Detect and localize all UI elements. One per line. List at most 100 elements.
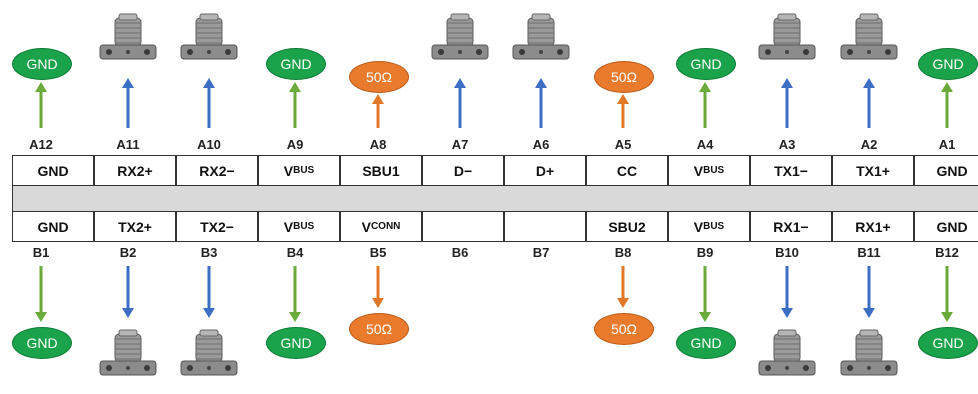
- pin-label-a8: A8: [369, 137, 387, 152]
- ohm-badge-a8: 50Ω: [349, 61, 409, 93]
- sma-connector-icon: [431, 13, 489, 60]
- signal-name: GND: [37, 162, 69, 179]
- sma-connector-icon: [99, 329, 157, 376]
- gnd-badge-b4: GND: [266, 327, 326, 359]
- sma-connector-icon: [758, 329, 816, 376]
- signal-cell-cc: CC: [586, 155, 668, 186]
- signal-subscript: BUS: [703, 165, 725, 176]
- signal-name: RX1+: [855, 218, 891, 235]
- arrow-b10: [781, 266, 793, 318]
- pin-label-b4: B4: [286, 245, 304, 260]
- signal-name: V: [361, 218, 371, 235]
- arrow-b1: [35, 266, 47, 322]
- pin-label-a10: A10: [197, 137, 221, 152]
- signal-cell-tx1-: TX1+: [832, 155, 914, 186]
- signal-name: TX1+: [856, 162, 890, 179]
- pin-label-b2: B2: [119, 245, 137, 260]
- ohm-badge-b8: 50Ω: [594, 313, 654, 345]
- pin-label-b10: B10: [775, 245, 799, 260]
- arrow-b8: [617, 266, 629, 308]
- arrow-a10: [203, 78, 215, 128]
- signal-cell-sbu1: SBU1: [340, 155, 422, 186]
- arrow-a6: [535, 78, 547, 128]
- arrow-b12: [941, 266, 953, 322]
- pin-label-a7: A7: [451, 137, 469, 152]
- signal-cell-d-: D+: [504, 155, 586, 186]
- signal-cell-empty: [422, 211, 504, 242]
- signal-cell-sbu2: SBU2: [586, 211, 668, 242]
- signal-name: GND: [37, 218, 69, 235]
- signal-name: TX1−: [774, 162, 808, 179]
- arrow-a1: [941, 82, 953, 128]
- pin-label-b5: B5: [369, 245, 387, 260]
- gnd-badge-a1: GND: [918, 48, 978, 80]
- pin-label-b8: B8: [614, 245, 632, 260]
- sma-connector-icon: [180, 13, 238, 60]
- sma-connector-icon: [758, 13, 816, 60]
- gnd-badge-b12: GND: [918, 327, 978, 359]
- sma-connector-icon: [99, 13, 157, 60]
- arrow-a5: [617, 94, 629, 128]
- pin-label-a9: A9: [286, 137, 304, 152]
- signal-cell-rx2-: RX2+: [94, 155, 176, 186]
- signal-cell-tx1-: TX1−: [750, 155, 832, 186]
- pin-label-b11: B11: [857, 245, 881, 260]
- arrow-b4: [289, 266, 301, 322]
- connector-tongue-bar: [12, 186, 978, 211]
- sma-connector-icon: [840, 13, 898, 60]
- arrow-a3: [781, 78, 793, 128]
- arrow-a4: [699, 82, 711, 128]
- arrow-a2: [863, 78, 875, 128]
- signal-name: TX2−: [200, 218, 234, 235]
- ohm-badge-b5: 50Ω: [349, 313, 409, 345]
- pin-label-a4: A4: [696, 137, 714, 152]
- signal-name: TX2+: [118, 218, 152, 235]
- pin-label-a3: A3: [778, 137, 796, 152]
- pin-label-a11: A11: [116, 137, 140, 152]
- arrow-b2: [122, 266, 134, 318]
- signal-name: V: [283, 162, 294, 179]
- sma-connector-icon: [180, 329, 238, 376]
- signal-cell-gnd: GND: [914, 155, 978, 186]
- pin-label-a12: A12: [29, 137, 53, 152]
- pin-label-b12: B12: [935, 245, 959, 260]
- ohm-badge-a5: 50Ω: [594, 61, 654, 93]
- arrow-b5: [372, 266, 384, 308]
- signal-name: RX2+: [117, 162, 153, 179]
- signal-name: RX1−: [773, 218, 809, 235]
- signal-cell-gnd: GND: [12, 211, 94, 242]
- arrow-a11: [122, 78, 134, 128]
- signal-name: D+: [535, 162, 555, 179]
- signal-cell-gnd: GND: [12, 155, 94, 186]
- arrow-b11: [863, 266, 875, 318]
- sma-connector-icon: [840, 329, 898, 376]
- signal-subscript: BUS: [293, 165, 315, 176]
- signal-cell-rx1-: RX1−: [750, 211, 832, 242]
- signal-name: GND: [936, 218, 968, 235]
- signal-cell-tx2-: TX2−: [176, 211, 258, 242]
- pin-label-b9: B9: [696, 245, 714, 260]
- arrow-a9: [289, 82, 301, 128]
- signal-name: RX2−: [199, 162, 235, 179]
- signal-cell-tx2-: TX2+: [94, 211, 176, 242]
- arrow-a12: [35, 82, 47, 128]
- gnd-badge-b9: GND: [676, 327, 736, 359]
- signal-cell-rx2-: RX2−: [176, 155, 258, 186]
- pin-label-a2: A2: [860, 137, 878, 152]
- signal-cell-gnd: GND: [914, 211, 978, 242]
- arrow-b9: [699, 266, 711, 322]
- signal-name: GND: [936, 162, 968, 179]
- pin-label-b3: B3: [200, 245, 218, 260]
- gnd-badge-a9: GND: [266, 48, 326, 80]
- signal-cell-empty: [504, 211, 586, 242]
- pin-label-b7: B7: [532, 245, 550, 260]
- signal-subscript: CONN: [370, 221, 401, 232]
- gnd-badge-a12: GND: [12, 48, 72, 80]
